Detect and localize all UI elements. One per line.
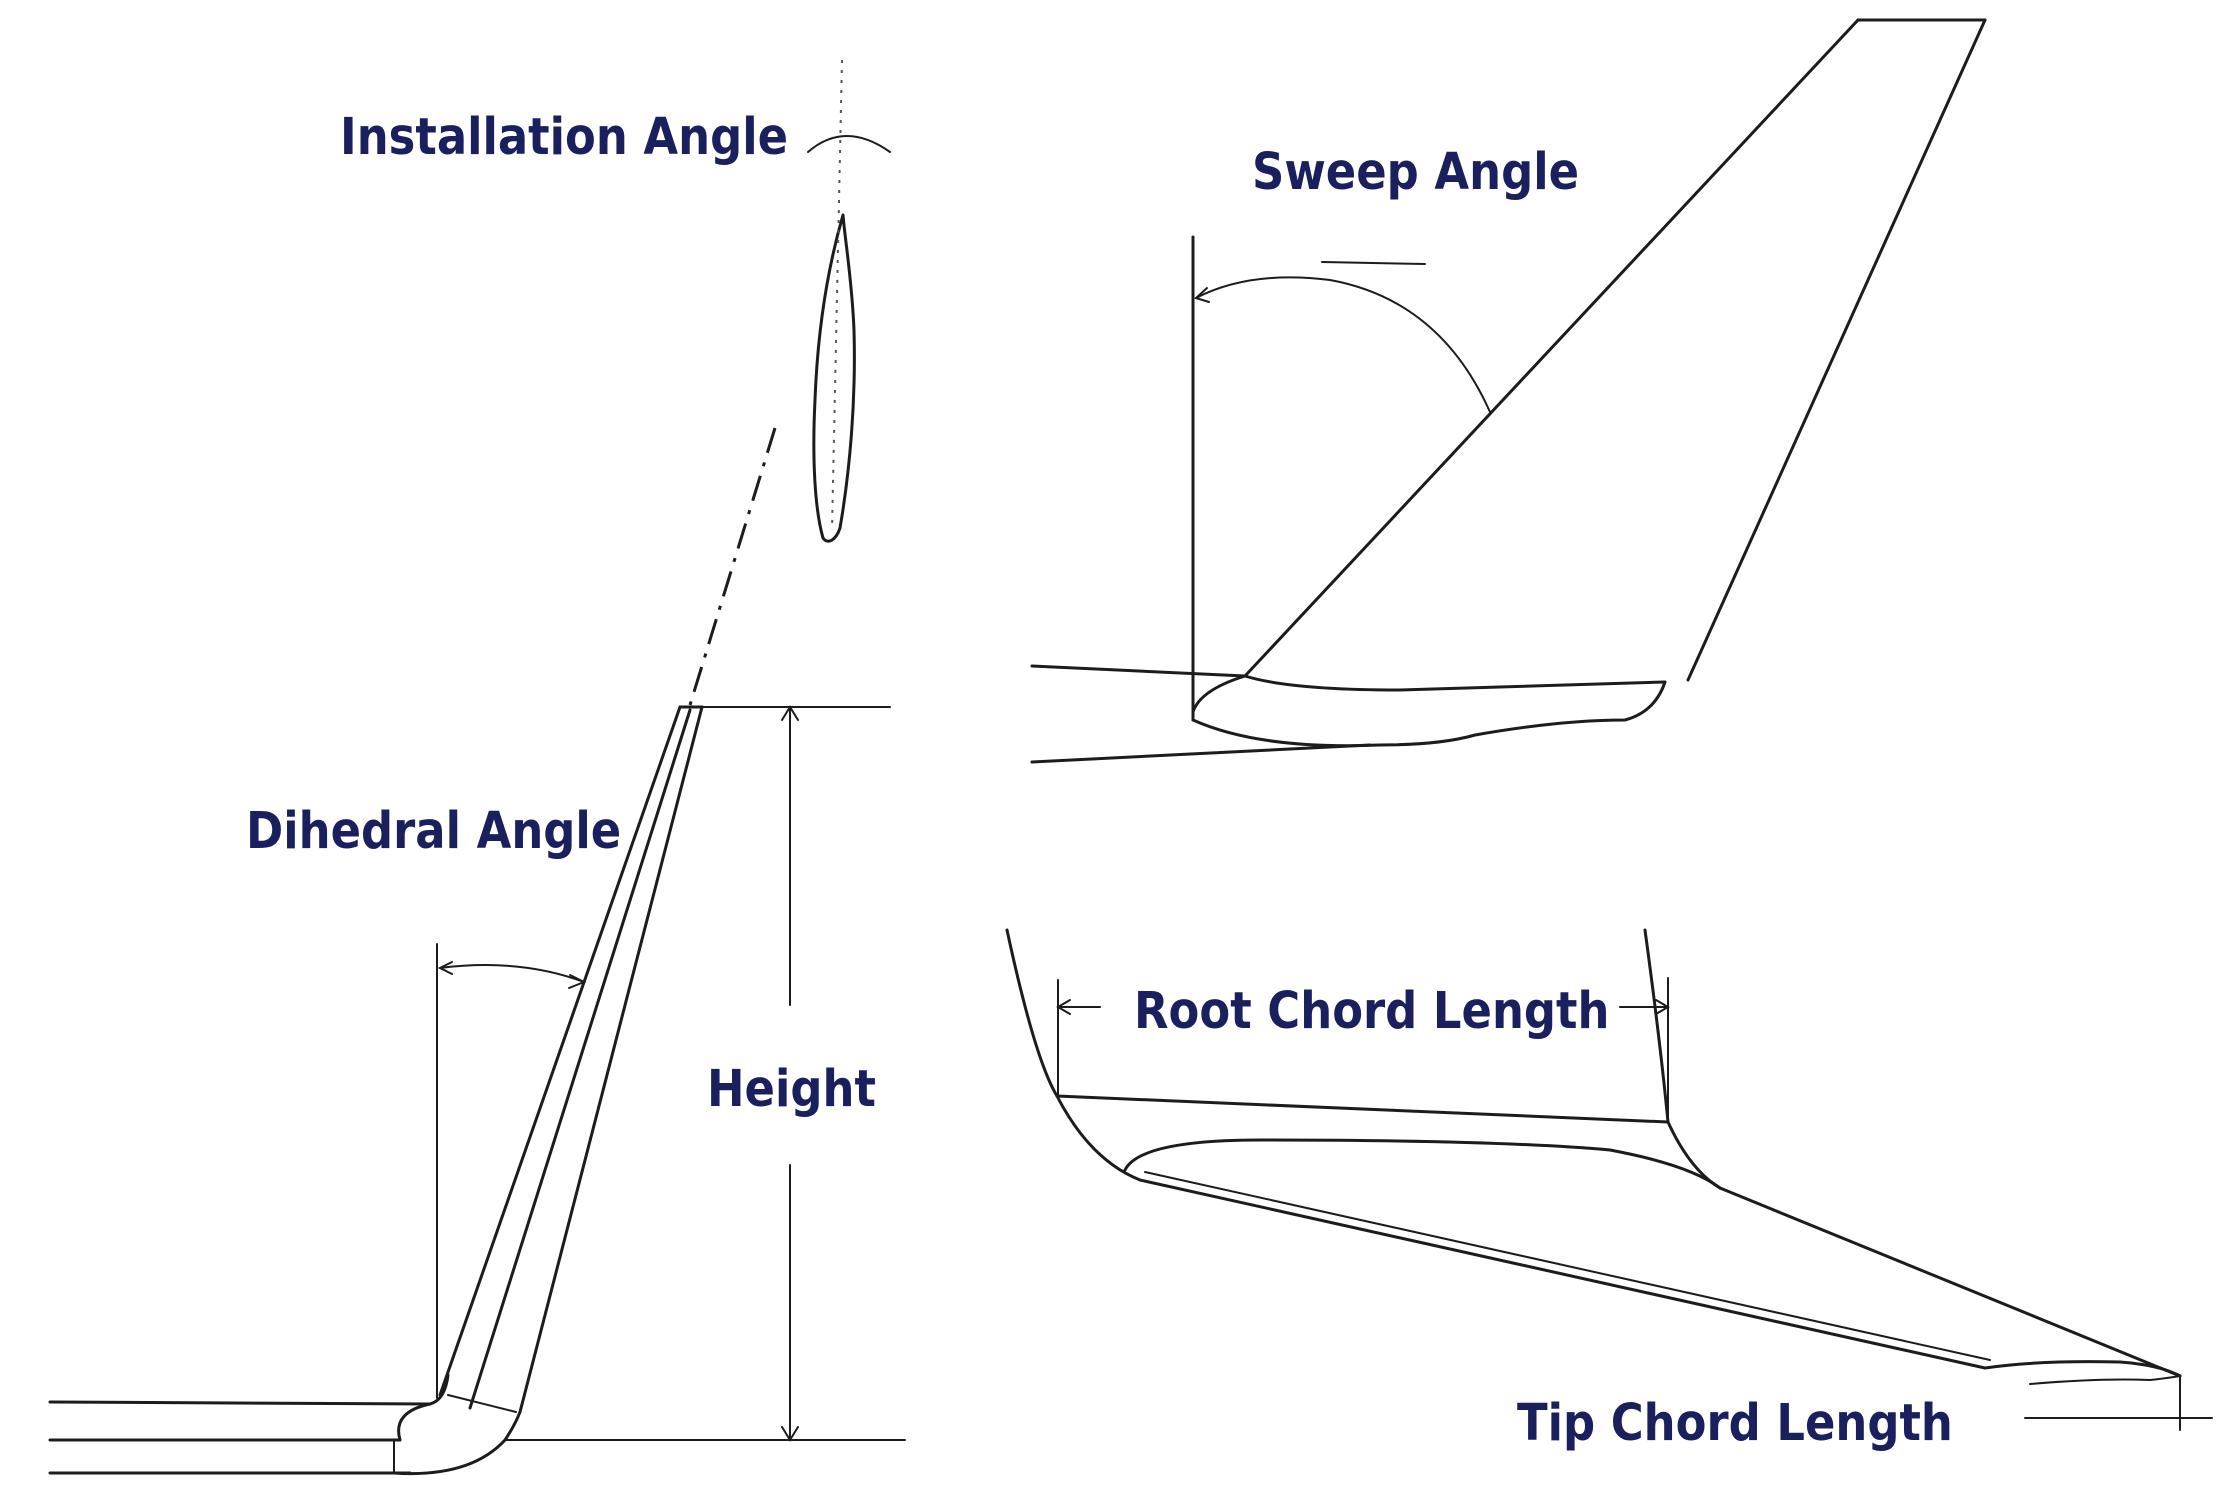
installation-angle-label: Installation Angle [340,108,789,167]
wing-lower-surface-left [48,1400,432,1406]
wing-root-fillet [397,1373,450,1442]
winglet-inner-edge [518,705,704,1414]
installation-reference-dashline [688,427,777,706]
root-chord-arrow-right [1655,999,1670,1015]
sweep-angle-figure [1030,18,1987,764]
fuselage-side-right [1643,928,1722,1190]
winglet-outer-edge [438,705,682,1397]
wing-tip-lower [2029,1375,2181,1385]
sweep-angle-arc [1195,276,1491,413]
airfoil-chord-line [831,59,843,531]
fillet-divider-2 [447,1394,517,1413]
tip-chord-length-label: Tip Chord Length [1517,1394,1953,1453]
wing-leading-edge [1138,1178,1987,1370]
fin-root-fairing [1191,674,1667,748]
airfoil-section [812,213,856,543]
sweep-label-stroke [1321,261,1426,265]
dihedral-arrow-right [568,974,587,989]
fuselage-top-line [1030,664,1247,678]
chord-length-figure [1005,928,2213,1431]
wing-leading-edge-inner [1144,1171,1991,1361]
wing-tip [1983,1360,2182,1378]
fin-leading-edge [1243,18,1860,678]
wing-root-fairing [1123,1138,1722,1190]
height-arrow-bottom [781,1426,799,1442]
installation-angle-figure [688,59,891,706]
root-chord-length-label: Root Chord Length [1134,982,1610,1041]
dihedral-angle-arc [439,964,585,983]
wing-trailing-edge [1718,1186,2182,1378]
fuselage-bottom-line [1030,743,1372,764]
root-chord-line [1055,1094,1670,1124]
sweep-arrow-left [1194,287,1210,303]
dihedral-arrow-left [437,961,453,975]
dihedral-angle-figure [48,705,906,1476]
fuselage-side-left [1005,928,1142,1182]
dihedral-angle-label: Dihedral Angle [246,802,622,861]
installation-angle-arc [807,135,891,153]
fin-trailing-edge [1686,18,1987,682]
height-label: Height [707,1060,876,1119]
height-arrow-top [781,705,799,721]
wing-root-fillet-outer [392,1410,522,1476]
sweep-angle-label: Sweep Angle [1252,143,1580,202]
root-chord-arrow-left [1056,999,1071,1015]
winglet-middle-edge [468,708,692,1410]
